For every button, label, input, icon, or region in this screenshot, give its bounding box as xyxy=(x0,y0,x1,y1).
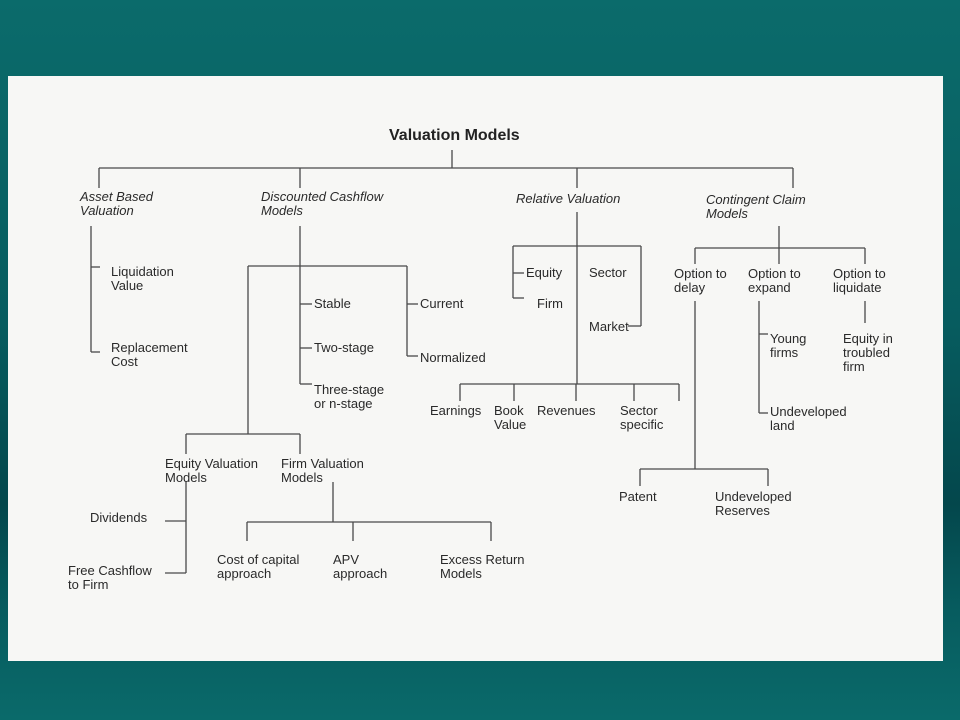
option-expand-node: Option to expand xyxy=(748,266,801,295)
undeveloped-reserves-node: Undeveloped Reserves xyxy=(715,489,792,518)
patent-node: Patent xyxy=(619,489,657,504)
three-stage-node: Three-stage or n-stage xyxy=(314,382,385,411)
free-cashflow-node: Free Cashflow to Firm xyxy=(68,563,152,592)
rel-sector-node: Sector xyxy=(589,265,627,280)
rel-market-node: Market xyxy=(589,319,629,334)
option-delay-node: Option to delay xyxy=(674,266,727,295)
equity-troubled-firm-node: Equity in troubled firm xyxy=(843,331,893,374)
earnings-node: Earnings xyxy=(430,403,482,418)
two-stage-node: Two-stage xyxy=(314,340,374,355)
dividends-node: Dividends xyxy=(90,510,148,525)
slide-panel: Valuation Models Asset Based Valuation L… xyxy=(8,76,943,661)
root-title: Valuation Models xyxy=(389,127,520,144)
excess-return-node: Excess Return Models xyxy=(440,552,525,581)
liquidation-value-node: Liquidation Value xyxy=(111,264,174,293)
equity-valuation-node: Equity Valuation Models xyxy=(165,456,258,485)
connector-lines xyxy=(90,150,866,574)
firm-valuation-node: Firm Valuation Models xyxy=(281,456,364,485)
current-node: Current xyxy=(420,296,464,311)
rel-equity-node: Equity xyxy=(526,265,563,280)
sector-specific-node: Sector specific xyxy=(620,403,664,432)
asset-based-node: Asset Based Valuation xyxy=(80,189,153,218)
apv-node: APV approach xyxy=(333,552,388,581)
contingent-claim-node: Contingent Claim Models xyxy=(706,192,806,221)
cost-of-capital-node: Cost of capital approach xyxy=(217,552,300,581)
stable-node: Stable xyxy=(314,296,351,311)
relative-valuation-node: Relative Valuation xyxy=(516,191,621,206)
dcf-node: Discounted Cashflow Models xyxy=(261,189,384,218)
normalized-node: Normalized xyxy=(420,350,486,365)
option-liquidate-node: Option to liquidate xyxy=(833,266,886,295)
rel-firm-node: Firm xyxy=(537,296,563,311)
replacement-cost-node: Replacement Cost xyxy=(111,340,188,369)
undeveloped-land-node: Undeveloped land xyxy=(770,404,847,433)
young-firms-node: Young firms xyxy=(770,331,807,360)
book-value-node: Book Value xyxy=(494,403,527,432)
revenues-node: Revenues xyxy=(537,403,596,418)
